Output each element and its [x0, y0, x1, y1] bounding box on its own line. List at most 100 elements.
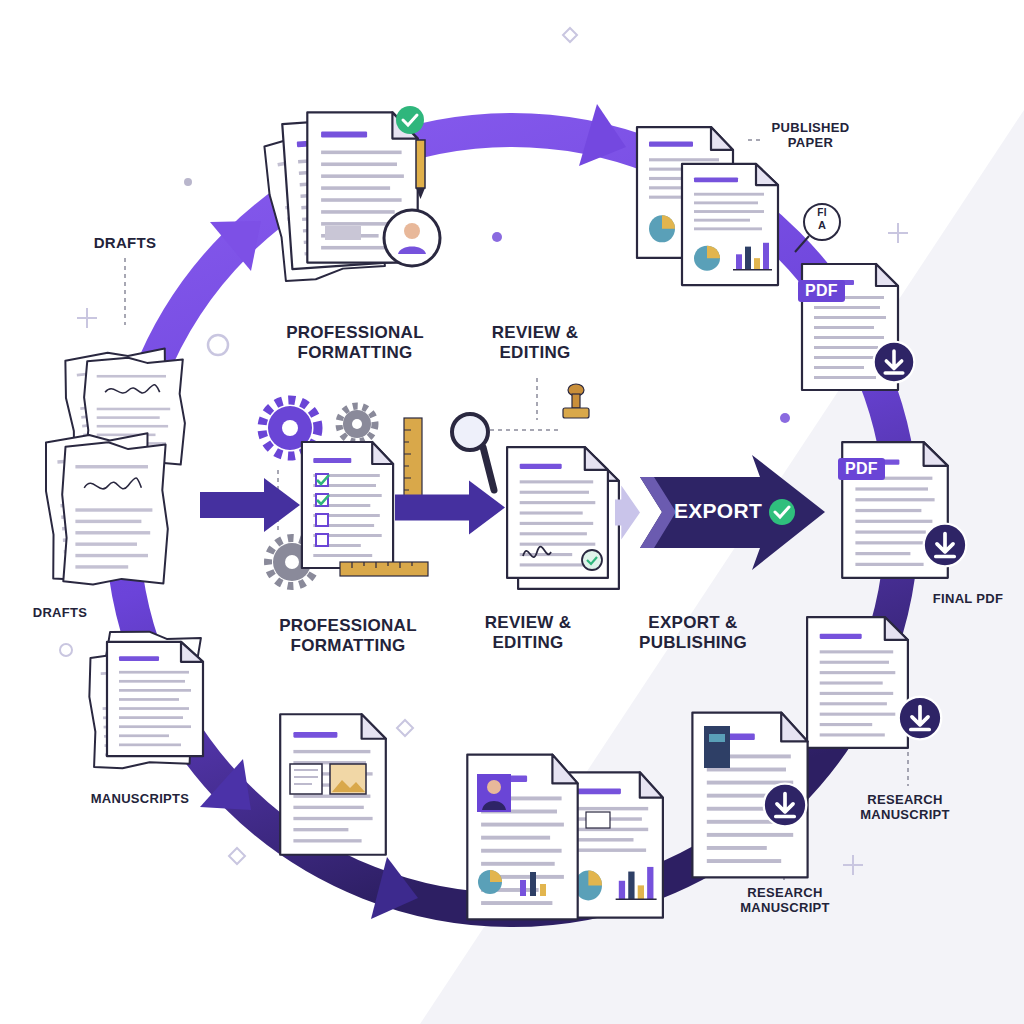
bottom-docs-part	[540, 884, 546, 896]
flow-arrow	[615, 486, 640, 540]
cycle-ring-part	[210, 221, 261, 271]
bottom-docs-part	[332, 780, 365, 792]
background-band	[420, 110, 1024, 1024]
formatting-tools-part	[343, 410, 371, 438]
cycle-ring-part	[371, 857, 418, 919]
cycle-ring-part	[579, 104, 626, 166]
stage-label: DRAFTS	[70, 234, 180, 251]
bottom-docs-part	[478, 870, 502, 894]
export-arrow: EXPORTEXPORT & PUBLISHING	[640, 455, 825, 570]
draft-pile-left	[42, 347, 185, 585]
node-label: DRAFTS	[20, 606, 100, 621]
research-docs-part	[704, 726, 730, 768]
research-docs-part	[899, 697, 942, 740]
formatting-tools-part	[340, 562, 428, 576]
leader-lines-part	[907, 752, 909, 786]
draft-stack-top-part	[398, 247, 426, 255]
pdf-document-node: PDF	[800, 262, 900, 392]
file-tag: PDF	[798, 280, 845, 302]
flow-arrow	[200, 478, 300, 532]
formatting-tools-part	[317, 475, 329, 504]
formatting-tools-part	[302, 442, 393, 568]
bottom-docs	[280, 714, 663, 919]
draft-stack-top-part	[416, 140, 425, 188]
node-label: PUBLISHED PAPER	[763, 121, 858, 151]
node-label: RESEARCH MANUSCRIPT	[720, 886, 850, 916]
final-pdf-node: PDFFINAL PDF	[840, 440, 950, 580]
review-tools-part	[582, 550, 602, 570]
review-tools	[452, 384, 619, 589]
bottom-docs-part	[290, 764, 322, 794]
formatting-tools-part	[316, 514, 328, 526]
review-tools-part	[452, 414, 488, 450]
node-label: FINAL PDF	[932, 592, 1004, 607]
stage-label: REVIEW & EDITING	[470, 323, 600, 362]
research-manuscript-node: RESEARCH MANUSCRIPT	[805, 615, 910, 750]
research-docs-part	[709, 734, 725, 742]
icon-letter: FI	[809, 207, 835, 219]
published-paper-docs-part	[682, 164, 778, 285]
draft-stack-top-part	[325, 226, 361, 240]
leader-lines-part	[536, 378, 538, 420]
stage-label: PROFESSIONAL FORMATTING	[250, 323, 460, 362]
bottom-docs-part	[280, 714, 386, 855]
research-docs	[692, 617, 941, 877]
draft-pile-left-part	[62, 442, 168, 584]
formatting-tools-part	[352, 562, 412, 568]
leader-lines-part	[490, 429, 560, 431]
bottom-docs-part	[487, 780, 501, 794]
node-label: RESEARCH MANUSCRIPT	[845, 793, 965, 823]
review-tools-part	[483, 447, 494, 490]
formatting-tools-part	[404, 430, 411, 490]
decor-sparkles-part	[208, 335, 228, 355]
decor-sparkles-part	[888, 223, 908, 243]
draft-stack-top-part	[404, 223, 420, 239]
formatting-tools-part	[352, 419, 362, 429]
published-paper-node: PUBLISHED PAPER	[635, 125, 780, 285]
research-docs-part	[807, 617, 908, 748]
arrow-shape-part	[769, 499, 795, 525]
review-node: REVIEW & EDITING	[505, 445, 615, 580]
review-tools-part	[507, 447, 608, 578]
arrow-shape-part	[775, 507, 789, 517]
decor-sparkles-part	[843, 855, 863, 875]
decor-sparkles-part	[492, 232, 502, 242]
research-manuscript-node: RESEARCH MANUSCRIPT	[690, 710, 810, 880]
bottom-docs-part	[586, 812, 610, 828]
formatting-tools-part	[339, 406, 375, 442]
icon-letter: A	[809, 219, 835, 232]
draft-stack-top-part	[403, 115, 417, 125]
node-label: MANUSCRIPTS	[70, 792, 210, 807]
research-docs-part	[764, 784, 807, 827]
draft-stack-top-part	[384, 210, 440, 266]
formatting-tools-part	[285, 555, 299, 569]
node-label: EXPORT	[666, 499, 770, 523]
bottom-docs-part	[490, 870, 502, 882]
review-tools-part	[572, 394, 580, 408]
formatting-node: PROFESSIONAL FORMATTING	[300, 440, 395, 570]
node-label: EXPORT & PUBLISHING	[608, 613, 778, 652]
review-tools-part	[587, 557, 597, 564]
bottom-docs-part	[477, 774, 511, 812]
node-label: PROFESSIONAL FORMATTING	[238, 616, 458, 655]
bottom-docs-part	[294, 770, 318, 784]
review-tools-part	[563, 408, 589, 418]
leader-lines-part	[748, 139, 760, 141]
published-paper-docs-part	[795, 236, 809, 252]
manuscript-pile-part	[107, 642, 203, 756]
manuscript-pile	[87, 628, 203, 770]
decor-sparkles-part	[780, 413, 790, 423]
arrow-shape-part	[640, 455, 825, 570]
formatting-tools	[262, 400, 428, 586]
cycle-ring-part	[200, 759, 251, 810]
research-docs-part	[692, 713, 807, 878]
decor-sparkles-part	[77, 308, 97, 328]
node-label: REVIEW & EDITING	[453, 613, 603, 652]
bottom-docs-part	[482, 801, 506, 810]
formatting-tools-part	[282, 420, 298, 436]
bottom-docs-part	[467, 755, 577, 920]
drafts-node: DRAFTS	[45, 350, 200, 590]
